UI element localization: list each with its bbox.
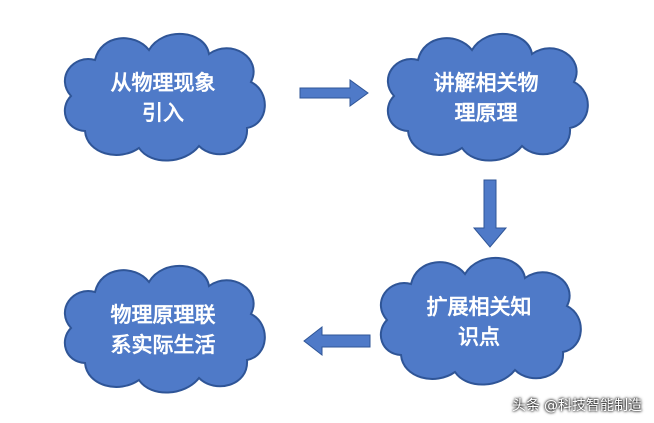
arrow-right — [299, 79, 369, 107]
cloud-shape — [386, 32, 589, 162]
cloud-shape — [379, 256, 582, 386]
cloud-node-3: 扩展相关知 识点 — [379, 256, 582, 386]
watermark: 头条 @科技智能制造 — [512, 395, 642, 415]
cloud-3-line-2: 识点 — [458, 325, 500, 349]
cloud-4-line-1: 物理原理联 — [111, 303, 216, 327]
cloud-3-line-1: 扩展相关知 — [427, 295, 532, 319]
cloud-4-line-2: 系实际生活 — [111, 333, 216, 357]
watermark-handle: @科技智能制造 — [544, 398, 642, 414]
cloud-2-line-2: 理原理 — [455, 101, 518, 125]
arrow-left — [303, 325, 371, 357]
cloud-node-4: 物理原理联 系实际生活 — [63, 264, 266, 394]
arrow-down — [472, 179, 508, 248]
cloud-1-line-2: 引入 — [142, 101, 184, 125]
cloud-shape — [63, 264, 266, 394]
cloud-node-2: 讲解相关物 理原理 — [386, 32, 589, 162]
cloud-node-1: 从物理现象 引入 — [63, 32, 266, 162]
cloud-2-line-1: 讲解相关物 — [434, 71, 539, 95]
cloud-shape — [63, 32, 266, 162]
watermark-prefix: 头条 — [512, 398, 540, 414]
cloud-1-line-1: 从物理现象 — [111, 71, 216, 95]
